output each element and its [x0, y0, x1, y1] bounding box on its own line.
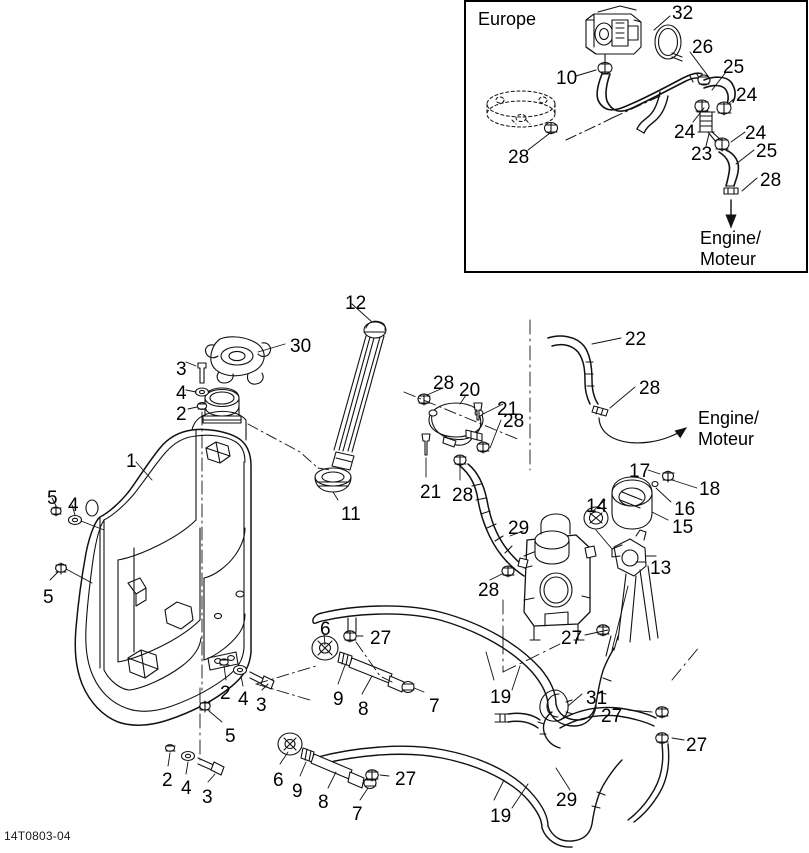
main-callout-4-41: 4: [181, 778, 192, 799]
main-engine-label: Engine/ Moteur: [698, 408, 759, 449]
drawing-number: 14T0803-04: [4, 829, 71, 843]
main-callout-22-5: 22: [625, 329, 647, 350]
europe-inset-title: Europe: [478, 9, 537, 29]
main-callout-28-13: 28: [452, 485, 474, 506]
main-callout-12-0: 12: [345, 293, 367, 314]
main-callout-7-47: 7: [352, 804, 363, 825]
main-callout-27-46: 27: [395, 769, 417, 790]
inset-callout-26-1: 26: [692, 37, 714, 58]
main-callout-2-29: 2: [220, 683, 231, 704]
fitting-assembly-upper: [311, 617, 495, 695]
main-callout-8-45: 8: [318, 792, 329, 813]
inset-callout-24-4: 24: [736, 85, 758, 106]
inset-engine-line2: Moteur: [700, 248, 757, 269]
main-callout-31-36: 31: [586, 688, 608, 709]
main-callout-19-35: 19: [490, 687, 512, 708]
main-callout-28-25: 28: [478, 580, 500, 601]
main-callout-30-1: 30: [290, 336, 312, 357]
main-callout-3-2: 3: [176, 359, 187, 380]
main-callout-5-22: 5: [43, 587, 54, 608]
main-callout-15-19: 15: [672, 517, 694, 538]
inset-callout-24-6: 24: [745, 123, 767, 144]
main-callout-6-43: 6: [273, 770, 284, 791]
inset-callout-25-2: 25: [723, 57, 745, 78]
main-callout-21-8: 21: [497, 399, 519, 420]
fuel-filter-assembly: [583, 469, 698, 651]
main-callout-9-44: 9: [292, 781, 303, 802]
main-callout-4-21: 4: [68, 495, 79, 516]
fitting-assembly-lower: [277, 732, 505, 801]
main-callout-5-20: 5: [47, 488, 58, 509]
main-callout-28-9: 28: [639, 378, 661, 399]
fuel-tank-artwork: [49, 303, 387, 783]
main-callout-27-38: 27: [686, 735, 708, 756]
main-callout-29-23: 29: [508, 518, 530, 539]
main-engine-line1: Engine/: [698, 408, 760, 428]
inset-callout-10-3: 10: [556, 68, 578, 89]
main-callout-19-49: 19: [490, 806, 512, 827]
main-callout-13-24: 13: [650, 558, 672, 579]
main-callout-18-16: 18: [699, 479, 721, 500]
main-callout-28-6: 28: [433, 373, 455, 394]
main-callout-2-40: 2: [162, 770, 173, 791]
main-callout-21-12: 21: [420, 482, 442, 503]
main-callout-3-42: 3: [202, 787, 213, 808]
hose-22: [547, 335, 687, 444]
inset-artwork: [486, 5, 758, 229]
main-callout-16-17: 16: [674, 499, 696, 520]
main-engine-line2: Moteur: [698, 428, 755, 449]
main-callout-8-33: 8: [358, 699, 369, 720]
inset-callout-28-9: 28: [508, 147, 530, 168]
main-callout-11-14: 11: [341, 504, 361, 525]
inset-callout-32-0: 32: [672, 3, 694, 24]
section-lines: [199, 319, 701, 761]
main-callout-14-18: 14: [586, 496, 608, 517]
main-callout-3-31: 3: [256, 695, 267, 716]
main-callout-27-27: 27: [370, 628, 392, 649]
main-callout-5-39: 5: [225, 726, 236, 747]
main-callout-1-10: 1: [126, 451, 137, 472]
inset-engine-line1: Engine/: [700, 228, 762, 248]
main-callout-27-37: 27: [601, 706, 623, 727]
main-callout-27-28: 27: [561, 628, 583, 649]
inset-engine-label: Engine/ Moteur: [700, 228, 761, 269]
inset-callout-25-8: 25: [756, 141, 778, 162]
fuel-valve-20: [403, 387, 521, 481]
inset-callout-23-7: 23: [691, 144, 713, 165]
inset-callout-24-5: 24: [674, 122, 696, 143]
carburetor: [517, 513, 597, 641]
main-callout-4-30: 4: [238, 689, 249, 710]
fuel-lines-19: [312, 605, 685, 848]
main-callout-9-32: 9: [333, 689, 344, 710]
main-callout-28-11: 28: [503, 411, 525, 432]
main-callout-29-48: 29: [556, 790, 578, 811]
main-callout-7-34: 7: [429, 696, 440, 717]
inset-callout-28-10: 28: [760, 170, 782, 191]
main-callout-20-7: 20: [459, 380, 481, 401]
europe-inset-box: [464, 0, 808, 273]
main-callout-17-15: 17: [629, 461, 651, 482]
main-callout-6-26: 6: [320, 619, 331, 640]
main-callout-4-3: 4: [176, 383, 187, 404]
main-callout-2-4: 2: [176, 404, 187, 425]
